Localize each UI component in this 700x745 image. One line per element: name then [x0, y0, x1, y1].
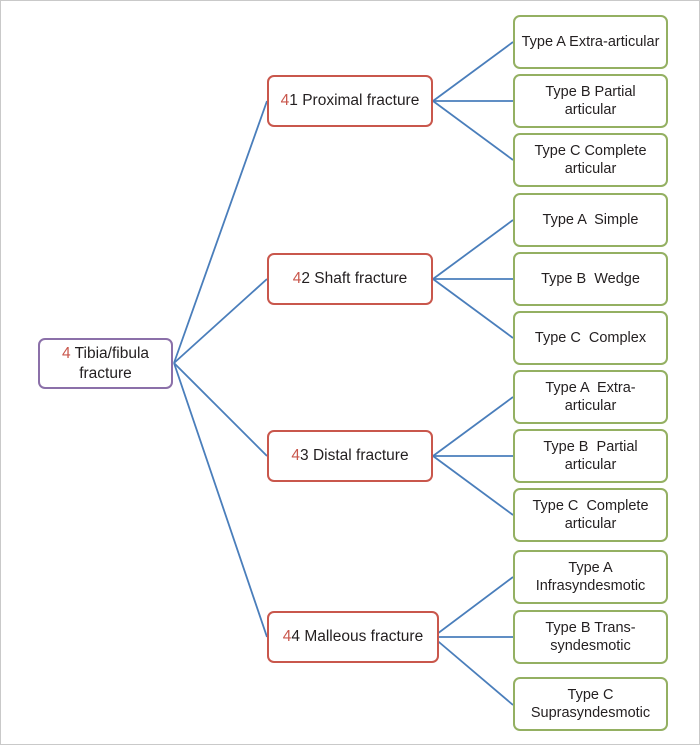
- edge-root-to-43: [173, 362, 268, 457]
- leaf-42-type-b-label: Type B Wedge: [541, 270, 640, 287]
- node-41-proximal-fracture[interactable]: 41 Proximal fracture: [267, 75, 433, 127]
- leaf-41-type-a-label: Type A Extra-articular: [521, 33, 660, 50]
- leaf-43-type-c[interactable]: Type C Complete articular: [513, 488, 668, 542]
- node-44-label: Malleous fracture: [300, 628, 424, 646]
- node-44-malleous-fracture[interactable]: 44 Malleous fracture: [267, 611, 439, 663]
- node-43-code-suffix: 3: [300, 447, 309, 465]
- leaf-44-type-c-label: Type C Suprasyndesmotic: [530, 686, 651, 721]
- edge-root-to-41: [173, 100, 268, 364]
- node-44-code-suffix: 4: [291, 628, 301, 646]
- edge-root-to-44: [173, 362, 268, 638]
- edge-44-to-leaf-c: [432, 636, 514, 706]
- node-root-content: 4 Tibia/fibula fracture: [62, 344, 149, 383]
- leaf-43-type-a[interactable]: Type A Extra- articular: [513, 370, 668, 424]
- node-42-shaft-fracture[interactable]: 42 Shaft fracture: [267, 253, 433, 305]
- leaf-41-type-b-label: Type B Partial articular: [545, 83, 640, 118]
- leaf-43-type-b[interactable]: Type B Partial articular: [513, 429, 668, 483]
- leaf-42-type-c[interactable]: Type C Complex: [513, 311, 668, 365]
- leaf-43-type-b-label: Type B Partial articular: [543, 438, 638, 473]
- node-41-content: 41 Proximal fracture: [281, 91, 420, 110]
- edge-42-to-leaf-c: [432, 278, 514, 339]
- leaf-41-type-c-label: Type C Complete articular: [534, 142, 647, 177]
- leaf-42-type-a-label: Type A Simple: [542, 211, 639, 228]
- leaf-41-type-b[interactable]: Type B Partial articular: [513, 74, 668, 128]
- node-41-label: Proximal fracture: [297, 92, 420, 110]
- leaf-42-type-a[interactable]: Type A Simple: [513, 193, 668, 247]
- leaf-44-type-b-label: Type B Trans- syndesmotic: [545, 619, 636, 654]
- leaf-44-type-b[interactable]: Type B Trans- syndesmotic: [513, 610, 668, 664]
- node-43-content: 43 Distal fracture: [291, 446, 408, 465]
- edge-root-to-42: [173, 278, 268, 364]
- edge-43-to-leaf-a: [432, 396, 514, 457]
- node-root-code: 4: [61, 345, 71, 363]
- node-42-content: 42 Shaft fracture: [293, 269, 408, 288]
- leaf-43-type-a-label: Type A Extra- articular: [545, 379, 636, 414]
- node-43-label: Distal fracture: [308, 447, 409, 465]
- edge-42-to-leaf-a: [432, 219, 514, 280]
- node-root-label: Tibia/fibula fracture: [74, 345, 150, 382]
- node-42-code-suffix: 2: [301, 270, 310, 288]
- node-root-tibia-fibula-fracture[interactable]: 4 Tibia/fibula fracture: [38, 338, 173, 389]
- edge-41-to-leaf-c: [432, 100, 514, 161]
- node-44-code-prefix: 4: [282, 628, 292, 646]
- node-44-content: 44 Malleous fracture: [283, 627, 423, 646]
- node-43-code-prefix: 4: [291, 447, 301, 465]
- leaf-43-type-c-label: Type C Complete articular: [532, 497, 649, 532]
- leaf-41-type-c[interactable]: Type C Complete articular: [513, 133, 668, 187]
- node-41-code-suffix: 1: [289, 92, 298, 110]
- node-42-code-prefix: 4: [292, 270, 302, 288]
- leaf-44-type-a[interactable]: Type A Infrasyndesmotic: [513, 550, 668, 604]
- leaf-44-type-c[interactable]: Type C Suprasyndesmotic: [513, 677, 668, 731]
- leaf-41-type-a[interactable]: Type A Extra-articular: [513, 15, 668, 69]
- leaf-42-type-c-label: Type C Complex: [534, 329, 647, 346]
- edge-44-to-leaf-a: [432, 576, 514, 638]
- edge-43-to-leaf-c: [432, 455, 514, 516]
- leaf-42-type-b[interactable]: Type B Wedge: [513, 252, 668, 306]
- node-41-code-prefix: 4: [280, 92, 290, 110]
- edge-41-to-leaf-a: [432, 41, 514, 102]
- leaf-44-type-a-label: Type A Infrasyndesmotic: [535, 559, 646, 594]
- node-43-distal-fracture[interactable]: 43 Distal fracture: [267, 430, 433, 482]
- node-42-label: Shaft fracture: [309, 270, 408, 288]
